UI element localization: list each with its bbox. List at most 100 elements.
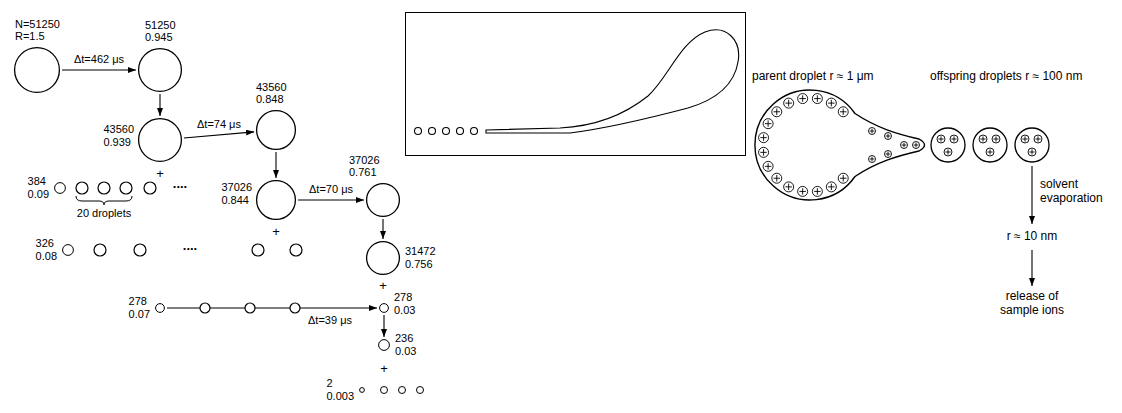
jet-droplet	[443, 128, 450, 135]
droplet-label: 37026 0.761	[349, 154, 380, 179]
charge-ring	[986, 148, 994, 156]
charge-symbol	[1034, 135, 1042, 143]
droplet-outline	[257, 181, 296, 220]
small-droplet	[134, 244, 146, 256]
droplet-label: parent droplet r ≈ 1 μm	[752, 70, 874, 84]
droplet-outline	[379, 340, 390, 351]
droplet: 43560 0.939	[138, 118, 182, 162]
charge-ring	[784, 98, 794, 108]
charge-symbol	[1028, 148, 1036, 156]
plus-sign: ....	[183, 239, 197, 254]
charge-cross	[886, 134, 891, 139]
annotation: solvent evaporation	[1040, 178, 1103, 206]
charge-cross	[765, 163, 772, 170]
charge-symbol	[979, 135, 987, 143]
droplet-label: 2 0.003	[326, 377, 354, 402]
droplet-shape	[138, 48, 182, 92]
charge-ring	[838, 173, 848, 183]
droplet-outline	[139, 49, 182, 92]
droplet-outline	[1015, 128, 1049, 162]
droplet: 278 0.07	[155, 303, 165, 313]
droplet: 2 0.003	[359, 387, 365, 393]
small-droplet	[94, 244, 106, 256]
fission-arrow	[298, 199, 364, 200]
small-droplet	[399, 387, 406, 394]
process-arrow	[1031, 166, 1032, 224]
elongated-droplet	[486, 30, 739, 133]
charge-ring	[1028, 148, 1036, 156]
droplet-shape	[14, 47, 60, 93]
time-step-label: Δt=39 μs	[307, 314, 353, 327]
charge-ring	[772, 173, 782, 183]
charge-symbol	[992, 135, 1000, 143]
charge-ring	[1034, 135, 1042, 143]
charge-ring	[992, 135, 1000, 143]
charge-cross	[760, 149, 767, 156]
charge-cross	[938, 136, 943, 141]
charge-symbol	[772, 107, 782, 117]
annotation: r ≈ 10 nm	[1007, 230, 1058, 244]
droplet: 326 0.08	[62, 244, 74, 256]
plus-sign: +	[272, 225, 280, 240]
droplet-label: 51250 0.945	[145, 19, 176, 44]
charge-symbol	[784, 182, 794, 192]
charge-cross	[870, 157, 875, 162]
droplet-outline	[367, 242, 400, 275]
droplet-outline	[156, 304, 165, 313]
charge-symbol	[901, 142, 908, 149]
charge-ring	[885, 133, 892, 140]
droplet-label: 326 0.08	[36, 237, 57, 262]
droplet-shape	[256, 110, 296, 150]
process-arrow	[1031, 250, 1032, 286]
charge-cross	[774, 109, 781, 116]
charge-symbol	[950, 135, 958, 143]
droplet-outline	[63, 245, 74, 256]
fission-arrow	[382, 219, 383, 239]
charge-symbol	[812, 94, 822, 104]
droplet-shape	[359, 387, 365, 393]
charge-cross	[814, 188, 821, 195]
small-droplet	[245, 303, 255, 313]
time-step-label: Δt=70 μs	[308, 183, 354, 196]
charge-symbol	[869, 156, 876, 163]
droplet-shape	[752, 88, 930, 202]
time-step-label: Δt=74 μs	[196, 118, 242, 131]
annotation: 20 droplets	[77, 207, 131, 220]
jet-droplet	[415, 128, 422, 135]
charge-symbol	[763, 119, 773, 129]
charge-cross	[774, 175, 781, 182]
fission-arrow	[62, 69, 136, 70]
plus-sign: +	[380, 362, 388, 377]
droplet: 31472 0.756	[366, 241, 400, 275]
charge-symbol	[885, 151, 892, 158]
droplet-outline	[139, 119, 182, 162]
charge-cross	[760, 134, 767, 141]
small-droplet	[417, 387, 424, 394]
charge-ring	[979, 135, 987, 143]
charge-cross	[914, 143, 919, 148]
charge-cross	[814, 95, 821, 101]
small-droplet	[381, 387, 388, 394]
charge-cross	[765, 120, 772, 127]
charge-ring	[885, 151, 892, 158]
charge-cross	[840, 109, 847, 116]
charge-cross	[1035, 136, 1040, 141]
droplet-outline	[360, 388, 365, 393]
jet-droplet	[457, 128, 464, 135]
charge-cross	[799, 188, 806, 195]
charge-ring	[812, 94, 822, 104]
droplet-outline	[55, 183, 66, 194]
charge-ring	[784, 182, 794, 192]
time-step-label: Δt=462 μs	[73, 53, 125, 66]
offspring-droplets: offspring droplets r ≈ 100 nm	[930, 127, 1050, 163]
fission-arrow	[167, 307, 377, 308]
charge-cross	[828, 184, 835, 191]
charge-ring	[759, 133, 769, 143]
charge-ring	[826, 182, 836, 192]
plus-sign: +	[379, 279, 387, 294]
charge-ring	[826, 98, 836, 108]
charge-cross	[902, 143, 907, 148]
charge-symbol	[759, 133, 769, 143]
droplet-outline	[755, 90, 925, 200]
charge-symbol	[759, 147, 769, 157]
